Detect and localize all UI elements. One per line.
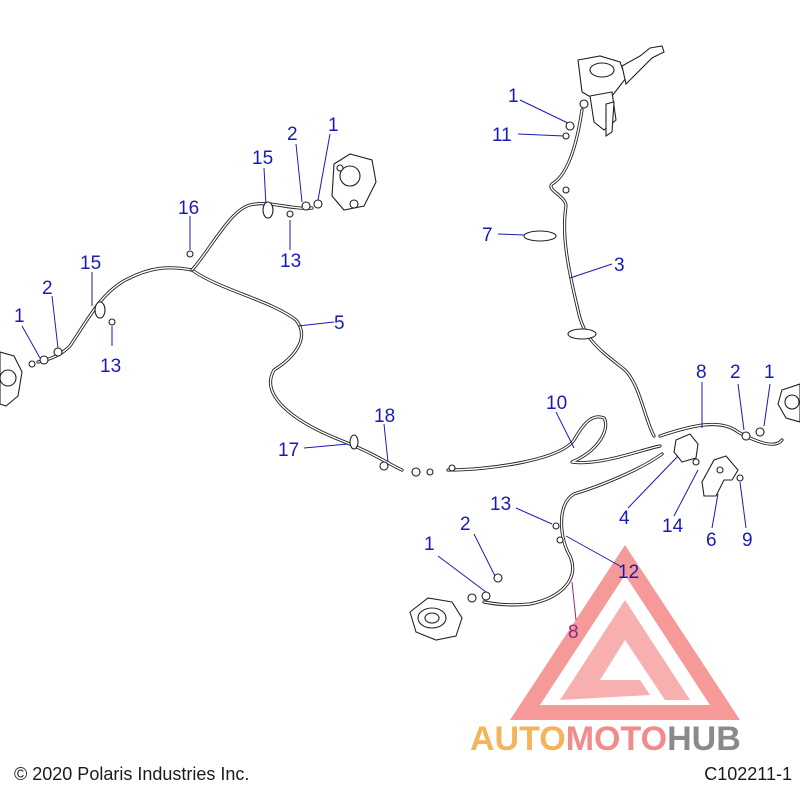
fittings — [28, 121, 765, 603]
callout: 12 — [618, 562, 639, 583]
caliper-front-right — [0, 351, 23, 407]
callout: 8 — [568, 622, 579, 643]
callout: 5 — [334, 313, 345, 334]
master-cylinder — [577, 45, 665, 138]
callout: 17 — [278, 440, 299, 461]
callout: 15 — [252, 148, 273, 169]
caliper-rear-right — [777, 383, 800, 423]
junction-block — [673, 433, 699, 463]
mounting-bracket — [701, 455, 739, 497]
callout: 3 — [614, 255, 625, 276]
watermark-hub: HUB — [667, 720, 741, 758]
watermark-moto: MOTO — [566, 720, 667, 758]
callout: 15 — [80, 253, 101, 274]
drawing-number: C102211-1 — [704, 764, 792, 784]
callout: 1 — [508, 86, 519, 107]
callout: 2 — [287, 124, 298, 145]
callout: 2 — [42, 278, 53, 299]
callout: 16 — [178, 198, 199, 219]
callout: 2 — [460, 514, 471, 535]
brake-hoses — [36, 108, 784, 607]
callout: 13 — [490, 494, 511, 515]
callout: 11 — [492, 125, 512, 146]
callout: 13 — [100, 356, 121, 377]
callouts: 1 11 7 3 2 1 15 13 16 15 2 1 13 5 18 17 … — [14, 86, 775, 643]
leader-lines — [21, 99, 771, 621]
callout: 8 — [696, 362, 707, 383]
caliper-rear-left — [409, 597, 463, 641]
callout: 7 — [482, 225, 493, 246]
callout: 1 — [764, 362, 775, 383]
watermark-text: AUTOMOTOHUB — [470, 720, 741, 758]
callout: 13 — [280, 251, 301, 272]
watermark-logo — [510, 545, 740, 720]
callout: 4 — [619, 508, 630, 529]
callout: 1 — [424, 534, 435, 555]
copyright-text: © 2020 Polaris Industries Inc. — [14, 764, 250, 784]
callout: 1 — [14, 306, 25, 327]
callout: 6 — [706, 530, 717, 551]
callout: 10 — [546, 393, 567, 414]
callout: 14 — [662, 516, 684, 537]
callout: 9 — [742, 530, 753, 551]
watermark-auto: AUTO — [470, 720, 566, 758]
callout: 2 — [730, 362, 741, 383]
caliper-front-left — [331, 153, 377, 211]
callout: 18 — [374, 406, 395, 427]
callout: 1 — [328, 115, 339, 136]
